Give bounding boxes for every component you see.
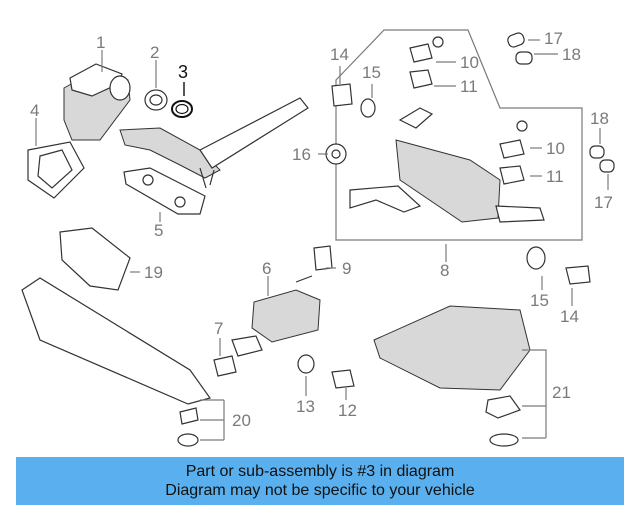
tailpipe-tips-17-18 [507,32,615,173]
label-3: 3 [178,62,188,82]
label-13: 13 [296,397,315,416]
label-18b: 18 [590,109,609,128]
small-parts-7-9-12-13 [213,245,355,389]
banner-line-2: Diagram may not be specific to your vehi… [165,482,475,499]
label-2: 2 [150,43,159,62]
label-8: 8 [440,261,449,280]
label-19: 19 [144,263,163,282]
label-18a: 18 [562,45,581,64]
info-banner: Part or sub-assembly is #3 in diagram Di… [16,457,624,505]
label-21: 21 [552,383,571,402]
label-14a: 14 [330,45,349,64]
label-10b: 10 [546,139,565,158]
label-14b: 14 [560,307,579,326]
heat-shield-part-19 [59,227,131,291]
label-9: 9 [342,259,351,278]
banner-line-1: Part or sub-assembly is #3 in diagram [185,463,455,480]
label-11a: 11 [460,77,478,96]
clamp-part-2 [144,89,168,111]
label-1: 1 [96,33,105,52]
catalytic-converter [63,63,221,179]
label-15a: 15 [362,63,381,82]
heat-shield-part-4 [27,141,85,199]
label-7: 7 [214,319,223,338]
label-17b: 17 [594,193,613,212]
leader-lines [35,39,609,441]
underbody-shield-part-20 [21,277,211,447]
label-4: 4 [30,101,39,120]
label-10a: 10 [460,53,479,72]
mount-parts-14-15 [331,83,591,285]
label-11b: 11 [546,167,564,186]
label-12: 12 [338,401,357,420]
rubber-mount-part-16 [325,143,347,165]
exhaust-tip-parts-10-11 [409,36,528,185]
front-pipe [199,97,309,189]
label-17a: 17 [544,29,563,48]
label-15b: 15 [530,291,549,310]
center-muffler-part-6 [231,275,321,357]
rear-shield-part-21 [373,305,531,447]
gasket-part-3 [171,100,193,118]
label-16: 16 [292,145,311,164]
flange-gasket-part-5 [123,167,206,215]
rear-muffler-assembly-part-8 [335,29,583,241]
label-6: 6 [262,259,271,278]
label-20: 20 [232,411,251,430]
label-5: 5 [154,221,163,240]
